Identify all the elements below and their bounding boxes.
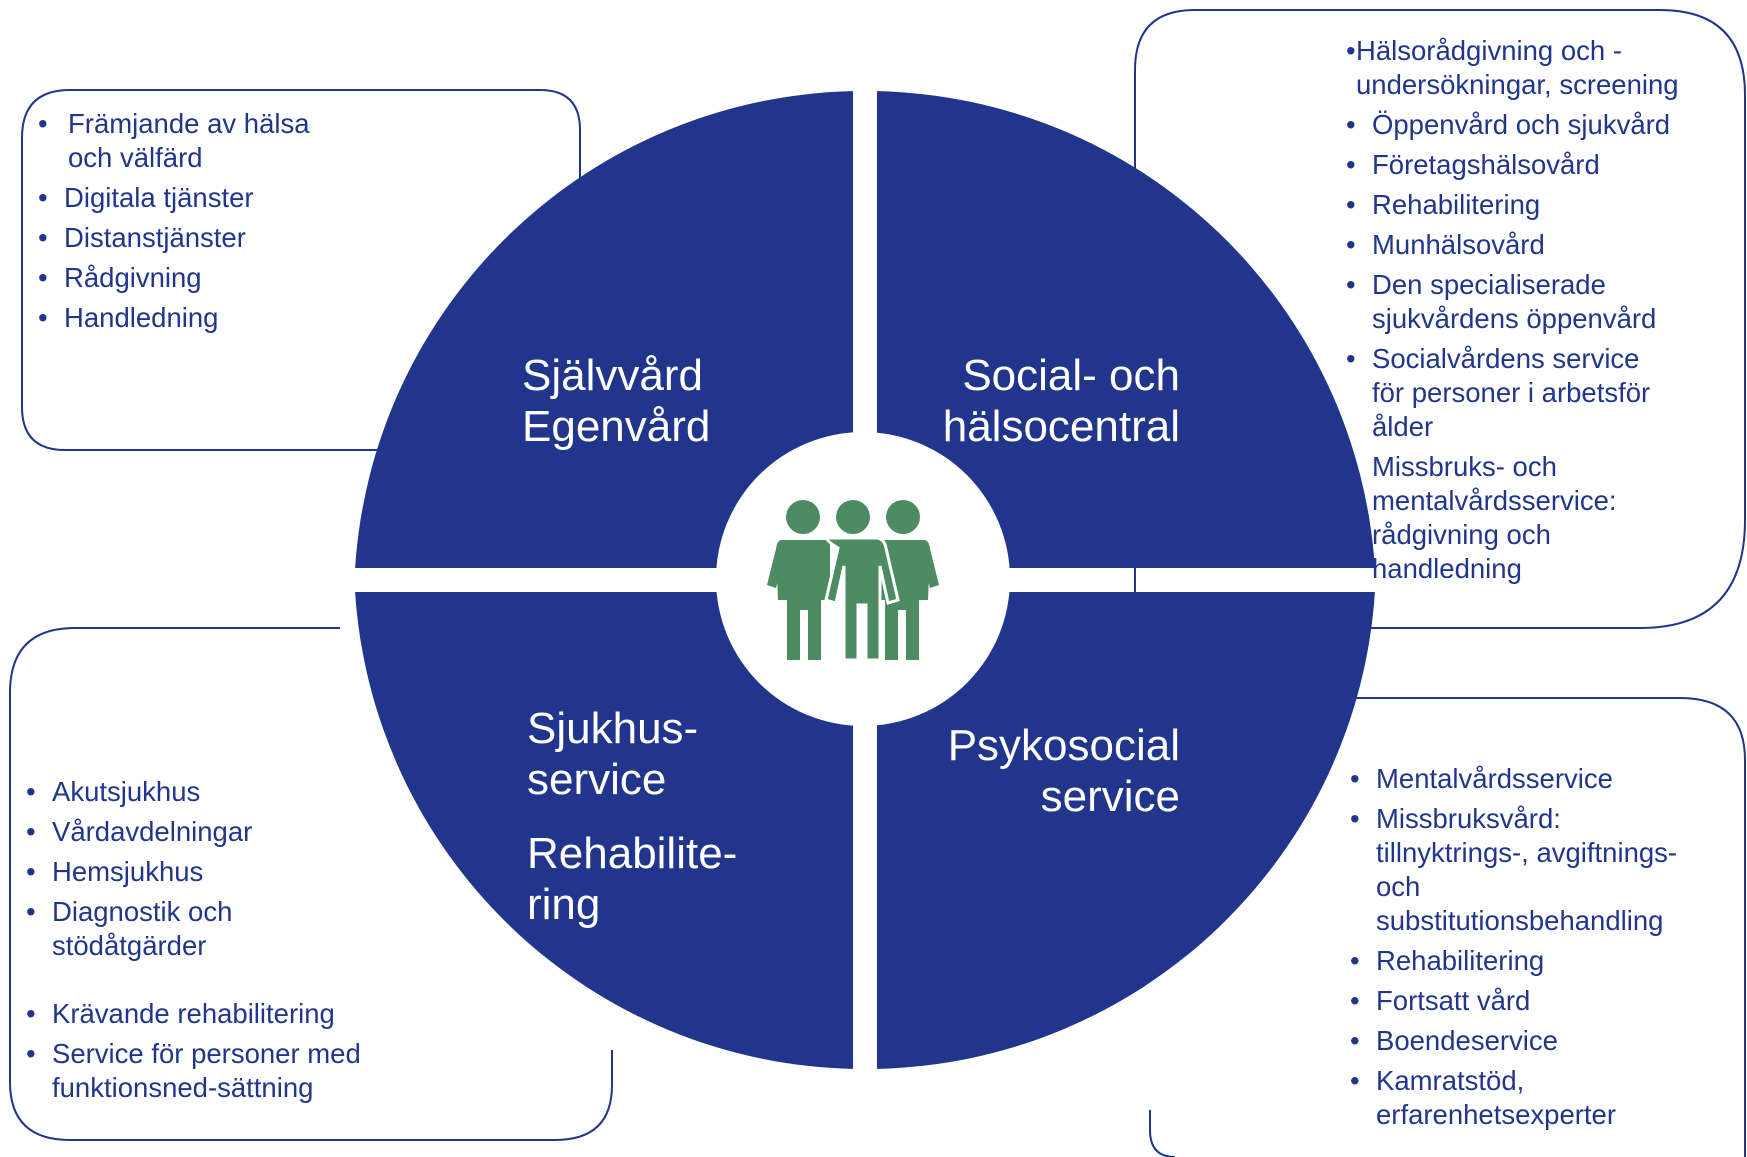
- quadrant-label-top-left: Självvård Egenvård: [522, 351, 711, 451]
- box-outline-bottom-left: [9, 627, 613, 1141]
- list-item: Missbruks- och mentalvårdsservice: rådgi…: [1342, 450, 1742, 586]
- list-item: Rehabilitering: [1342, 188, 1742, 222]
- list-item: Missbruksvård: tillnyktrings-, avgiftnin…: [1346, 802, 1746, 938]
- list-item: Munhälsovård: [1342, 228, 1742, 262]
- box-bottom-right: Mentalvårdsservice Missbruksvård: tillny…: [1346, 762, 1746, 1138]
- quadrant-label-bottom-left-1: Sjukhus- service: [527, 704, 699, 804]
- list-item: Rehabilitering: [1346, 944, 1746, 978]
- list-item: Distanstjänster: [34, 221, 374, 255]
- box-bottom-right-list: Mentalvårdsservice Missbruksvård: tillny…: [1346, 762, 1746, 1132]
- list-item: Vårdavdelningar: [22, 815, 442, 849]
- list-item: Främjande av hälsa och välfärd: [34, 107, 374, 175]
- quadrant-top-left: [355, 91, 853, 568]
- list-item: Service för personer med funktionsned-sä…: [22, 1037, 442, 1105]
- box-bottom-left-list: Akutsjukhus Vårdavdelningar Hemsjukhus D…: [22, 775, 442, 1105]
- box-top-right-list: Hälsorådgivning och - undersökningar, sc…: [1342, 34, 1742, 586]
- quadrant-label-bottom-right: Psykosocial service: [947, 721, 1180, 821]
- list-item: Öppenvård och sjukvård: [1342, 108, 1742, 142]
- box-top-left: Främjande av hälsa och välfärd Digitala …: [34, 107, 374, 341]
- list-item: Hemsjukhus: [22, 855, 442, 889]
- group-of-people-icon: [767, 500, 939, 662]
- list-item: Diagnostik och stödåtgärder: [22, 895, 442, 963]
- list-item: Fortsatt vård: [1346, 984, 1746, 1018]
- list-item: Handledning: [34, 301, 374, 335]
- list-item: Socialvårdens service för personer i arb…: [1342, 342, 1742, 444]
- list-item: Kamratstöd, erfarenhetsexperter: [1346, 1064, 1746, 1132]
- list-item: Företagshälsovård: [1342, 148, 1742, 182]
- list-item: Krävande rehabilitering: [22, 997, 442, 1031]
- list-item: Boendeservice: [1346, 1024, 1746, 1058]
- list-item: Hälsorådgivning och - undersökningar, sc…: [1342, 34, 1742, 102]
- box-outline-top-left: [21, 89, 581, 451]
- list-item: Mentalvårdsservice: [1346, 762, 1746, 796]
- list-item: Rådgivning: [34, 261, 374, 295]
- quadrant-bottom-left: [355, 592, 853, 1069]
- quadrant-bottom-right: [877, 592, 1375, 1069]
- box-outline-top-right: [1134, 9, 1746, 629]
- box-bottom-left: Akutsjukhus Vårdavdelningar Hemsjukhus D…: [22, 775, 442, 1111]
- list-item: Digitala tjänster: [34, 181, 374, 215]
- quadrant-label-top-right: Social- och hälsocentral: [942, 351, 1180, 451]
- box-top-left-list: Främjande av hälsa och välfärd Digitala …: [34, 107, 374, 335]
- box-top-right: Hälsorådgivning och - undersökningar, sc…: [1342, 34, 1742, 592]
- quadrant-label-bottom-left-2: Rehabilite- ring: [527, 829, 738, 929]
- quadrant-top-right: [877, 91, 1375, 568]
- list-item: Akutsjukhus: [22, 775, 442, 809]
- list-item: Den specialiserade sjukvårdens öppenvård: [1342, 268, 1742, 336]
